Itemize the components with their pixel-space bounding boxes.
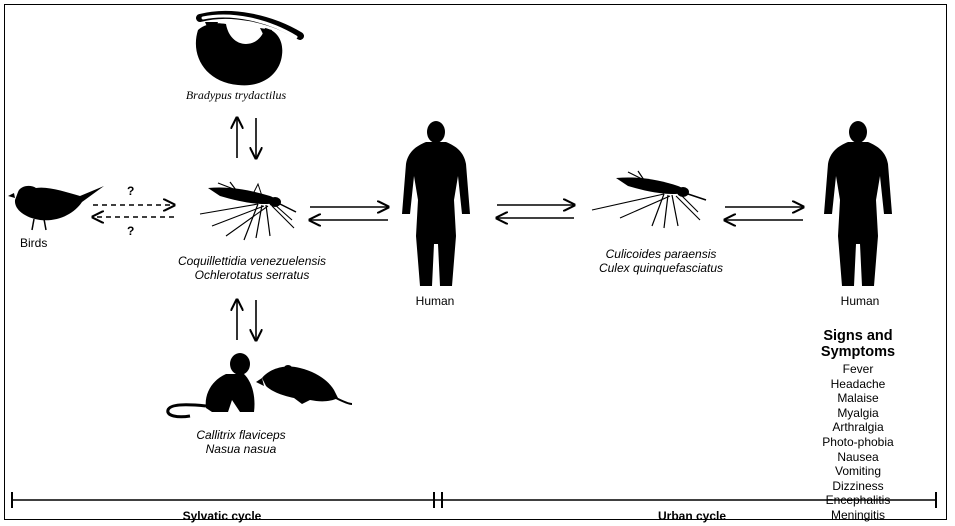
cycle-bar xyxy=(12,492,936,508)
dashed-arrows-birds xyxy=(93,205,174,217)
mosquito2-species-1: Culicoides paraensis xyxy=(606,247,717,261)
symptom-item: Vomiting xyxy=(810,464,907,479)
symptom-item: Headache xyxy=(810,377,907,392)
arrows-human1-mosquito2 xyxy=(497,205,574,218)
human-silhouette-2 xyxy=(824,121,892,286)
symptom-item: Myalgia xyxy=(810,406,907,421)
sylvatic-cycle-label: Sylvatic cycle xyxy=(183,509,262,523)
urban-cycle-label: Urban cycle xyxy=(658,509,726,523)
mosquito2-species-2: Culex quinquefasciatus xyxy=(599,261,723,275)
symptom-item: Dizziness xyxy=(810,479,907,494)
vertical-arrows-top xyxy=(237,118,256,158)
birds-label: Birds xyxy=(20,236,47,250)
symptom-item: Arthralgia xyxy=(810,420,907,435)
symptom-item: Meningitis xyxy=(810,508,907,523)
monkey-silhouette xyxy=(168,353,255,417)
bird-silhouette xyxy=(8,186,104,230)
mosquito-silhouette-2 xyxy=(592,171,706,228)
sloth-silhouette xyxy=(196,15,300,86)
human1-label: Human xyxy=(416,294,455,308)
arrows-mosquito2-human2 xyxy=(725,207,803,220)
rodent-silhouette xyxy=(256,365,352,404)
symptom-item: Malaise xyxy=(810,391,907,406)
human2-label: Human xyxy=(841,294,880,308)
arrows-mosquito1-human1 xyxy=(310,207,388,220)
mosquito1-species-1: Coquillettidia venezuelensis xyxy=(178,254,326,268)
symptoms-title: Signs and Symptoms xyxy=(810,328,907,360)
symptom-item: Encephalitis xyxy=(810,493,907,508)
reservoir-species-2: Nasua nasua xyxy=(206,442,277,456)
vertical-arrows-bottom xyxy=(237,300,256,340)
mosquito1-species-2: Ochlerotatus serratus xyxy=(195,268,310,282)
symptom-item: Nausea xyxy=(810,450,907,465)
question-mark-top: ? xyxy=(127,184,134,198)
reservoir-species-1: Callitrix flaviceps xyxy=(196,428,285,442)
symptom-item: Fever xyxy=(810,362,907,377)
question-mark-bottom: ? xyxy=(127,224,134,238)
sloth-label: Bradypus trydactilus xyxy=(186,88,286,103)
human-silhouette-1 xyxy=(402,121,470,286)
symptom-item: Photo-phobia xyxy=(810,435,907,450)
mosquito-silhouette-1 xyxy=(200,182,296,240)
